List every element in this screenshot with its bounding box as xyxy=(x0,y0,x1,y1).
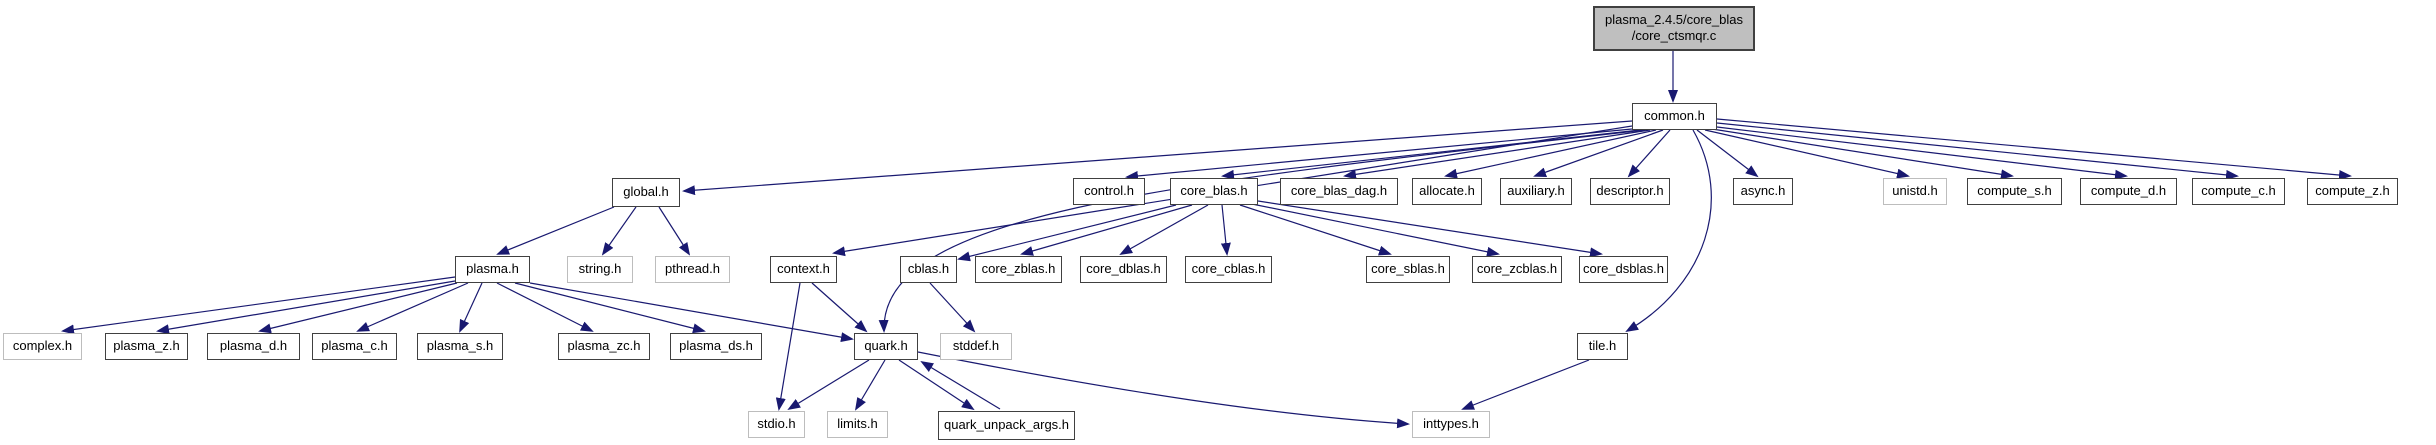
node-pthread: pthread.h xyxy=(655,256,730,283)
node-descriptor[interactable]: descriptor.h xyxy=(1590,178,1670,205)
edge-global-to-plasma xyxy=(496,206,615,255)
edge-common-to-compute_z xyxy=(1716,118,2352,180)
node-allocate[interactable]: allocate.h xyxy=(1412,178,1482,205)
node-stddef: stddef.h xyxy=(940,333,1012,360)
edge-plasma-to-plasma_d xyxy=(258,282,458,334)
node-string: string.h xyxy=(567,256,633,283)
edge-plasma-to-plasma_s xyxy=(459,282,483,333)
edge-global-to-string xyxy=(601,206,637,256)
node-core_zblas[interactable]: core_zblas.h xyxy=(975,256,1062,283)
edge-core_blas-to-cblas xyxy=(957,204,1177,262)
node-auxiliary[interactable]: auxiliary.h xyxy=(1500,178,1572,205)
edge-plasma-to-quark xyxy=(529,282,854,343)
edge-cblas-to-stddef xyxy=(929,282,976,333)
node-compute_z[interactable]: compute_z.h xyxy=(2307,178,2398,205)
node-unistd: unistd.h xyxy=(1883,178,1947,205)
edge-common-to-auxiliary xyxy=(1533,129,1664,177)
edge-common-to-async xyxy=(1696,129,1759,178)
node-plasma[interactable]: plasma.h xyxy=(455,256,530,283)
node-plasma_z[interactable]: plasma_z.h xyxy=(105,333,188,360)
edge-core_blas-to-core_zblas xyxy=(1020,204,1193,256)
edge-plasma-to-plasma_c xyxy=(356,282,469,332)
edge-common-to-quark xyxy=(878,129,1646,333)
node-quark_unpack_args[interactable]: quark_unpack_args.h xyxy=(938,411,1075,440)
edge-quark_unpack_args-to-quark xyxy=(920,360,1001,410)
edge-core_blas-to-core_zcblas xyxy=(1251,203,1500,257)
node-plasma_ds[interactable]: plasma_ds.h xyxy=(670,333,762,360)
node-core_dsblas[interactable]: core_dsblas.h xyxy=(1579,256,1668,283)
edge-common-to-compute_c xyxy=(1716,122,2239,180)
edge-common-to-unistd xyxy=(1704,129,1910,179)
node-cblas[interactable]: cblas.h xyxy=(900,256,957,283)
node-core_dblas[interactable]: core_dblas.h xyxy=(1080,256,1167,283)
edge-core_blas-to-core_dblas xyxy=(1119,204,1209,255)
node-core_blas[interactable]: core_blas.h xyxy=(1170,178,1258,205)
node-core_cblas[interactable]: core_cblas.h xyxy=(1185,256,1272,283)
node-core_sblas[interactable]: core_sblas.h xyxy=(1366,256,1450,283)
edge-plasma-to-plasma_z xyxy=(156,280,456,335)
edge-common-to-descriptor xyxy=(1627,129,1671,178)
node-plasma_s[interactable]: plasma_s.h xyxy=(417,333,503,360)
node-global[interactable]: global.h xyxy=(612,178,680,207)
edge-plasma-to-complex xyxy=(61,276,456,335)
edge-context-to-quark xyxy=(811,282,868,333)
edge-core_blas-to-core_cblas xyxy=(1220,204,1231,256)
node-quark[interactable]: quark.h xyxy=(854,333,918,360)
node-context[interactable]: context.h xyxy=(770,256,837,283)
edge-quark-to-inttypes xyxy=(917,351,1410,429)
edge-quark-to-quark_unpack_args xyxy=(898,359,975,411)
edge-common-to-core_blas xyxy=(1221,129,1641,180)
node-control[interactable]: control.h xyxy=(1073,178,1145,205)
node-compute_d[interactable]: compute_d.h xyxy=(2080,178,2177,205)
node-async[interactable]: async.h xyxy=(1733,178,1793,205)
node-tile[interactable]: tile.h xyxy=(1577,333,1628,360)
node-common[interactable]: common.h xyxy=(1632,103,1717,130)
node-label-line: plasma_2.4.5/core_blas xyxy=(1604,12,1744,27)
node-stdio: stdio.h xyxy=(748,411,805,438)
node-label-line: /core_ctsmqr.c xyxy=(1631,28,1717,44)
edge-core_blas-to-core_dsblas xyxy=(1257,200,1603,258)
node-core_blas_dag[interactable]: core_blas_dag.h xyxy=(1280,178,1398,205)
edge-common-to-compute_d xyxy=(1716,126,2128,180)
edge-common-to-tile xyxy=(1625,129,1712,333)
edge-common-to-control xyxy=(1125,128,1633,181)
node-complex: complex.h xyxy=(3,333,82,360)
edge-quark-to-limits xyxy=(854,359,886,411)
edge-common-to-allocate xyxy=(1444,129,1657,179)
node-plasma_d[interactable]: plasma_d.h xyxy=(207,333,300,360)
node-compute_c[interactable]: compute_c.h xyxy=(2192,178,2285,205)
node-plasma_c[interactable]: plasma_c.h xyxy=(312,333,397,360)
edge-common-to-global xyxy=(682,120,1633,196)
node-plasma_zc[interactable]: plasma_zc.h xyxy=(558,333,650,360)
edge-common-to-compute_s xyxy=(1711,128,2014,180)
node-limits: limits.h xyxy=(827,411,888,438)
node-main: plasma_2.4.5/core_blas/core_ctsmqr.c xyxy=(1593,6,1755,51)
edge-common-to-core_blas_dag xyxy=(1343,129,1651,180)
edge-plasma-to-plasma_ds xyxy=(514,282,706,334)
edge-context-to-stdio xyxy=(775,282,801,411)
node-inttypes: inttypes.h xyxy=(1412,411,1490,438)
edge-plasma-to-plasma_zc xyxy=(496,282,594,332)
edge-core_blas-to-core_sblas xyxy=(1239,204,1392,256)
edge-tile-to-inttypes xyxy=(1461,359,1590,410)
node-core_zcblas[interactable]: core_zcblas.h xyxy=(1472,256,1562,283)
node-compute_s[interactable]: compute_s.h xyxy=(1967,178,2062,205)
edge-global-to-pthread xyxy=(658,206,691,256)
edge-quark-to-stdio xyxy=(787,359,870,411)
